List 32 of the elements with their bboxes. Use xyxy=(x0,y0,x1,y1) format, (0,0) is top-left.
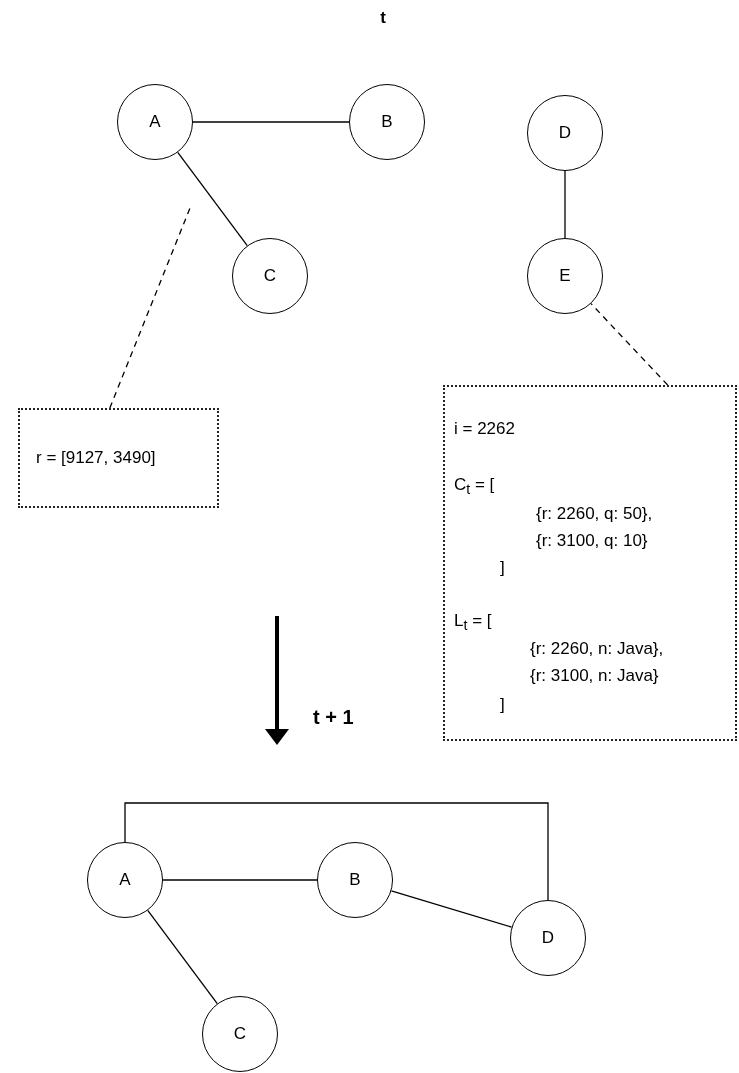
note-text: {r: 2260, n: Java}, xyxy=(530,639,664,660)
node-label: D xyxy=(558,123,572,143)
connector-line xyxy=(390,890,513,928)
connector-line xyxy=(177,151,248,247)
note-text: C$_{t}$ = [ xyxy=(454,475,495,499)
connector-line xyxy=(564,170,566,239)
leader-line xyxy=(590,303,669,386)
leader-line xyxy=(109,207,191,409)
node-label: E xyxy=(559,266,571,286)
node-label: A xyxy=(119,870,131,890)
note-text: L$_{t}$ = [ xyxy=(454,611,492,635)
connector-line xyxy=(162,879,318,881)
step-label: t + 1 xyxy=(313,706,354,729)
connector-line xyxy=(124,802,549,901)
note-text: {r: 3100, q: 10} xyxy=(536,531,648,552)
node-label: B xyxy=(349,870,361,890)
note-text: ] xyxy=(500,558,505,579)
diagram-title: t xyxy=(379,8,387,28)
note-text: ] xyxy=(500,695,505,716)
note-text: {r: 2260, q: 50}, xyxy=(536,504,653,525)
note-box xyxy=(443,385,737,741)
node-label: C xyxy=(233,1024,247,1044)
note-text: i = 2262 xyxy=(454,419,515,440)
note-text: r = [9127, 3490] xyxy=(36,448,156,469)
note-box xyxy=(18,408,219,508)
connector-line xyxy=(147,909,218,1005)
node-label: A xyxy=(149,112,161,132)
node-label: C xyxy=(263,266,277,286)
note-text: {r: 3100, n: Java} xyxy=(530,666,659,687)
node-label: B xyxy=(381,112,393,132)
node-label: D xyxy=(541,928,555,948)
connector-line xyxy=(192,121,350,123)
